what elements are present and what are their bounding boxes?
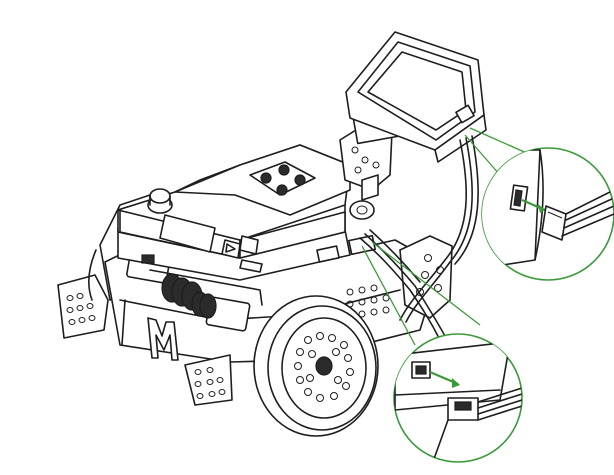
module-display xyxy=(367,51,467,131)
callout-sensor-port xyxy=(481,147,614,281)
mount-screw xyxy=(349,200,375,220)
left-tab-holes xyxy=(66,293,96,325)
module-port xyxy=(455,104,475,124)
square-button[interactable] xyxy=(239,235,259,255)
wheel-hub-holes xyxy=(294,332,354,402)
right-rear-plate xyxy=(399,235,453,319)
dpad-down-button[interactable] xyxy=(276,184,288,196)
bottom-tab-holes xyxy=(194,367,226,399)
dpad-up-button[interactable] xyxy=(278,164,290,176)
dpad-left-button[interactable] xyxy=(260,172,272,184)
screen-module xyxy=(345,31,487,163)
cable-upper-a xyxy=(399,139,468,321)
controller-screen xyxy=(159,214,216,253)
controller-unit xyxy=(117,144,376,281)
front-wheel xyxy=(253,295,379,437)
dpad-right-button[interactable] xyxy=(294,174,306,186)
cable-plug xyxy=(541,205,567,241)
dpad-plate xyxy=(249,161,316,196)
play-triangle-icon xyxy=(225,243,236,253)
gear-right xyxy=(191,291,217,319)
callout-chassis-port xyxy=(393,333,523,463)
m-logo-icon xyxy=(147,317,179,361)
usb-port xyxy=(239,259,263,273)
side-port-a xyxy=(316,245,340,263)
rear-wheel-edge xyxy=(88,249,97,301)
chassis-holes xyxy=(346,284,390,318)
cable-lower-a xyxy=(359,237,441,341)
play-button[interactable] xyxy=(221,239,241,259)
